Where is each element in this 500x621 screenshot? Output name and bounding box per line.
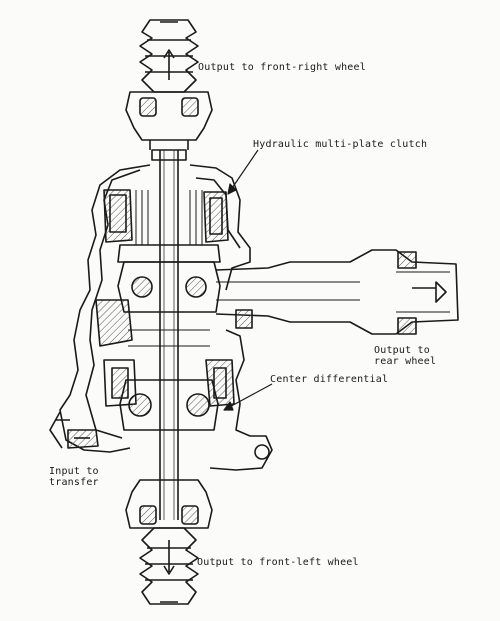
center-differential <box>117 261 221 431</box>
main-shaft <box>151 149 187 520</box>
label-center-differential: Center differential <box>270 374 389 385</box>
right-arrow-icon <box>412 281 447 303</box>
label-hydraulic-clutch: Hydraulic multi-plate clutch <box>253 139 428 150</box>
front-left-boot <box>139 527 199 605</box>
label-output-rear: Output to rear wheel <box>374 345 437 367</box>
front-right-cv-joint <box>125 91 213 150</box>
callout-leaders <box>223 149 273 411</box>
input-flange <box>67 429 99 449</box>
up-arrow-icon <box>163 49 175 80</box>
label-input-transfer: Input to transfer <box>49 466 99 488</box>
label-output-front-left: Output to front-left wheel <box>197 557 359 568</box>
rear-output-shaft <box>215 249 459 335</box>
label-output-front-right: Output to front-right wheel <box>198 62 366 73</box>
front-right-boot <box>139 19 199 93</box>
down-arrow-icon <box>163 540 175 575</box>
multi-plate-clutch <box>117 190 221 263</box>
housing-left <box>49 164 151 453</box>
front-left-cv-joint <box>125 479 213 529</box>
